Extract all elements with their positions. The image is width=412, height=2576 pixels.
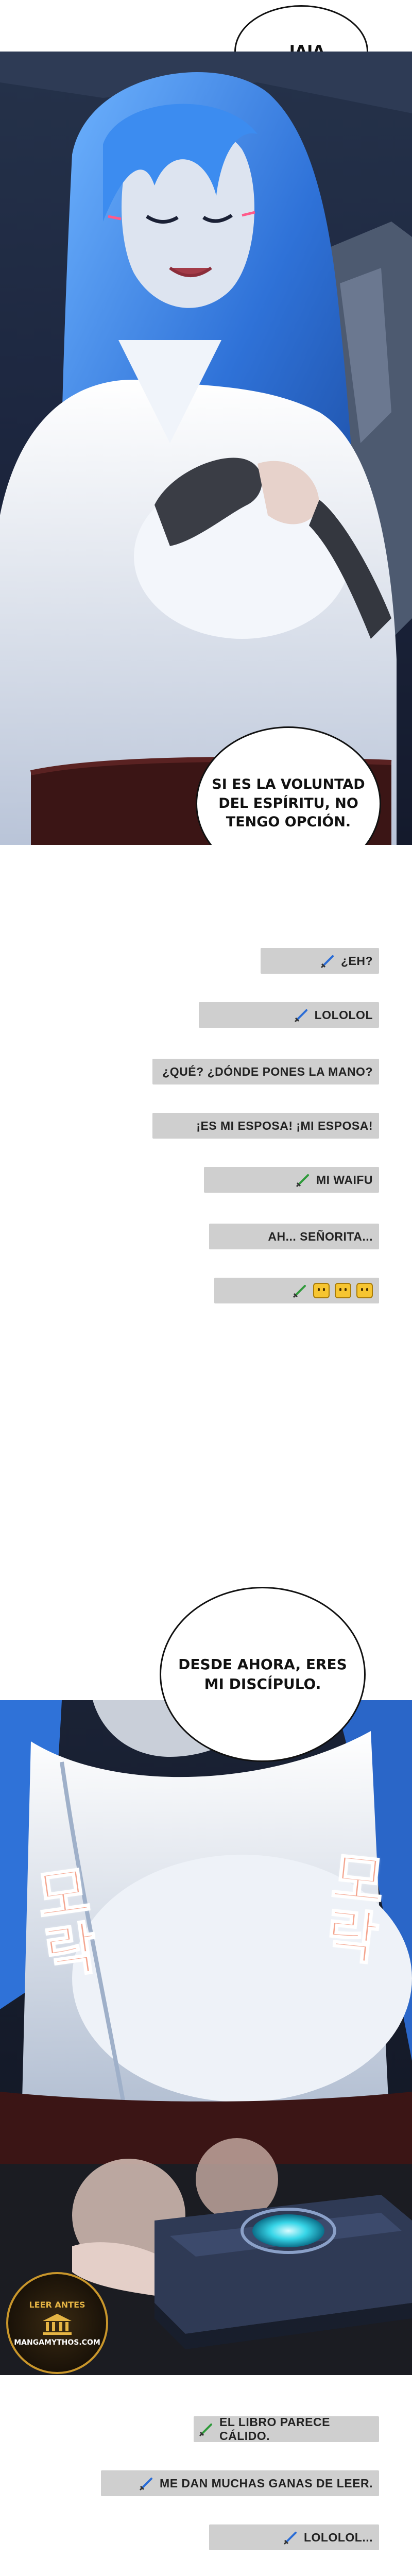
comment-item: ¿EH? [261, 948, 379, 974]
comment-item: MI WAIFU [204, 1167, 379, 1193]
watermark-line-1: LEER ANTES [29, 2299, 85, 2310]
comment-text: ¿QUÉ? ¿DÓNDE PONES LA MANO? [162, 1064, 373, 1078]
comment-item: EL LIBRO PARECE CÁLIDO. [194, 2415, 379, 2443]
sound-effect-2: 모락 [311, 1845, 389, 1967]
comment-item [214, 1278, 379, 1303]
comment-item: LOLOLOL... [209, 2524, 379, 2550]
temple-icon [42, 2313, 73, 2335]
sword-icon [293, 1285, 306, 1298]
illustration-panel-book: 모락 모락 LEER ANTES MANGAMYTHOS.COM [0, 1700, 412, 2375]
illustration-panel-woman-smiling: SI ES LA VOLUNTAD DEL ESPÍRITU, NO TENGO… [0, 52, 412, 845]
speech-bubble-disciple: DESDE AHORA, ERES MI DISCÍPULO. [160, 1587, 366, 1762]
speech-bubble-spirit-will: SI ES LA VOLUNTAD DEL ESPÍRITU, NO TENGO… [196, 726, 381, 845]
speech-bubble-text: SI ES LA VOLUNTAD DEL ESPÍRITU, NO TENGO… [212, 776, 365, 831]
sword-icon [320, 955, 334, 969]
comment-text: MI WAIFU [316, 1173, 373, 1187]
sword-icon [294, 1009, 307, 1023]
comment-item: LOLOLOL [199, 1002, 379, 1028]
sword-icon [296, 1174, 309, 1188]
speech-bubble-text: DESDE AHORA, ERES MI DISCÍPULO. [178, 1656, 347, 1692]
watermark-line-2: MANGAMYTHOS.COM [14, 2338, 100, 2347]
comment-text: EL LIBRO PARECE CÁLIDO. [219, 2415, 330, 2443]
comment-item: ME DAN MUCHAS GANAS DE LEER. [101, 2470, 379, 2496]
emoji-face-icon [356, 1283, 373, 1298]
sword-icon [139, 2478, 153, 2491]
emoji-face-icon [335, 1283, 351, 1298]
sword-icon [283, 2532, 297, 2545]
comment-item: ¡ES MI ESPOSA! ¡MI ESPOSA! [152, 1113, 379, 1139]
comment-text: LOLOLOL [314, 1008, 373, 1022]
watermark-logo: LEER ANTES MANGAMYTHOS.COM [6, 2272, 108, 2374]
comment-text: AH... SEÑORITA... [268, 1229, 373, 1243]
comment-text: LOLOLOL... [303, 2530, 373, 2544]
comment-item: ¿QUÉ? ¿DÓNDE PONES LA MANO? [152, 1059, 379, 1084]
comment-item: AH... SEÑORITA... [209, 1224, 379, 1249]
sword-icon [199, 2424, 212, 2437]
emoji-face-icon [313, 1283, 330, 1298]
woman-illustration [0, 52, 412, 845]
comment-text: ¡ES MI ESPOSA! ¡MI ESPOSA! [196, 1118, 373, 1132]
comment-text: ME DAN MUCHAS GANAS DE LEER. [160, 2476, 373, 2490]
sound-effect-1: 모락 [21, 1860, 103, 1984]
comment-text: ¿EH? [340, 954, 373, 968]
